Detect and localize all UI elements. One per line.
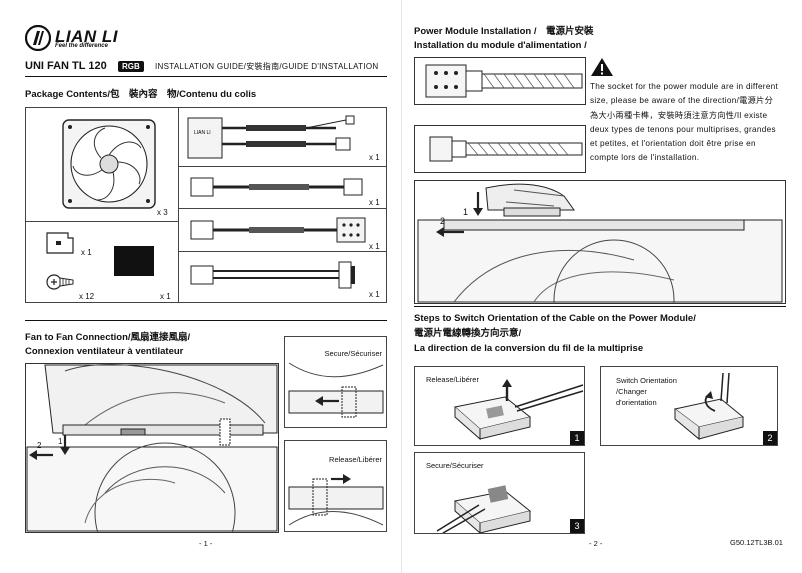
secure-label: Secure/Sécuriser <box>324 349 382 358</box>
switch-step-2-number: 2 <box>763 431 777 445</box>
package-contents-box: x 3 x 1 x 12 x 1 LIAN LI x 1 x 1 <box>25 107 387 303</box>
switch-step-2-illustration <box>673 372 745 441</box>
product-name: UNI FAN TL 120 <box>25 60 107 72</box>
power-module-cable-quantity: x 1 <box>369 153 380 162</box>
switch-step-1-illustration <box>453 379 584 441</box>
adhesive-pad-icon <box>114 246 154 276</box>
switch-orientation-title-1: Steps to Switch Orientation of the Cable… <box>414 313 696 324</box>
fan-illustration-icon <box>62 119 156 209</box>
switch-orientation-title-2: 電源片電線轉換方向示意/ <box>414 328 522 339</box>
installation-guide-label: INSTALLATION GUIDE/安裝指南/GUIDE D'INSTALLA… <box>155 62 379 71</box>
bracket-quantity: x 1 <box>81 248 92 257</box>
switch-secure-label: Secure/Sécuriser <box>426 461 484 470</box>
secure-detail-illustration <box>288 362 384 418</box>
secure-inset: Secure/Sécuriser <box>284 336 387 428</box>
fan-to-fan-rule <box>25 320 387 321</box>
switch-step-3-illustration <box>436 485 532 533</box>
power-module-install-illustration <box>414 180 786 304</box>
lian-li-logo-icon <box>25 25 51 51</box>
header-rule <box>25 76 387 77</box>
argb-cable-icon <box>190 217 366 243</box>
power-module-title-2: Installation du module d'alimentation / <box>414 40 587 51</box>
switch-step-1-number: 1 <box>570 431 584 445</box>
warning-icon <box>591 58 613 76</box>
fan-cable-quantity: x 1 <box>369 198 380 207</box>
page-divider <box>401 0 402 573</box>
switch-step-1-panel: Release/Libérer 1 <box>414 366 585 446</box>
svg-text:LIAN LI: LIAN LI <box>194 130 211 136</box>
power-module-warning-text: The socket for the power module are in d… <box>590 82 779 163</box>
fan-quantity: x 3 <box>157 208 168 217</box>
document-code: G50.12TL3B.01 <box>730 538 783 547</box>
power-module-cable-icon: LIAN LI <box>187 115 355 159</box>
power-module-step-1: 1 <box>463 207 469 217</box>
switch-release-label: Release/Libérer <box>426 375 479 384</box>
power-module-step-2: 2 <box>440 216 446 226</box>
page-number-left: - 1 - <box>199 539 213 548</box>
switch-orientation-label: Switch Orientation /Changer d'orientatio… <box>616 376 677 407</box>
switch-step-3-number: 3 <box>570 519 584 533</box>
sata-cable-quantity: x 1 <box>369 290 380 299</box>
pad-quantity: x 1 <box>160 292 171 301</box>
brand-tagline: Feel the difference <box>55 43 108 49</box>
fan-cable-icon <box>190 177 363 197</box>
switch-step-2-panel: Switch Orientation /Changer d'orientatio… <box>600 366 778 446</box>
power-module-small-socket-illustration <box>414 125 586 173</box>
fan-to-fan-illustration <box>25 363 279 533</box>
bracket-icon <box>46 232 74 254</box>
screw-quantity: x 12 <box>79 292 95 301</box>
brand-name: LIAN LI <box>55 27 118 46</box>
rgb-badge: RGB <box>118 61 144 72</box>
switch-orientation-rule <box>414 306 786 307</box>
fan-to-fan-title-1: Fan to Fan Connection/風扇連接風扇/ <box>25 332 191 343</box>
power-module-large-socket-illustration <box>414 57 586 105</box>
argb-cable-quantity: x 1 <box>369 242 380 251</box>
sata-cable-icon <box>190 261 355 289</box>
power-module-title-1: Power Module Installation / 電源片安裝 <box>414 26 594 37</box>
fan-to-fan-step-2: 2 <box>37 441 42 450</box>
switch-step-3-panel: Secure/Sécuriser 3 <box>414 452 585 534</box>
switch-orientation-title-3: La direction de la conversion du fil de … <box>414 343 644 354</box>
fan-to-fan-title-2: Connexion ventilateur à ventilateur <box>25 346 184 357</box>
package-contents-title: Package Contents/包 裝內容 物/Contenu du coli… <box>25 89 257 100</box>
fan-to-fan-step-1: 1 <box>58 437 63 446</box>
page-number-right: - 2 - <box>589 539 603 548</box>
release-detail-illustration <box>288 474 384 526</box>
release-label-left: Release/Libérer <box>329 455 382 464</box>
screw-icon <box>46 274 74 290</box>
release-inset: Release/Libérer <box>284 440 387 532</box>
